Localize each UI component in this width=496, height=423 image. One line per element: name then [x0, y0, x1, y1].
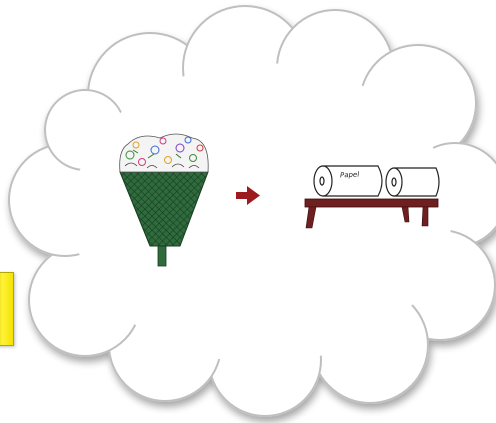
waste-pile	[120, 134, 209, 172]
paper-roll-small	[386, 168, 439, 196]
paper-roll-label: Papel	[340, 171, 360, 180]
